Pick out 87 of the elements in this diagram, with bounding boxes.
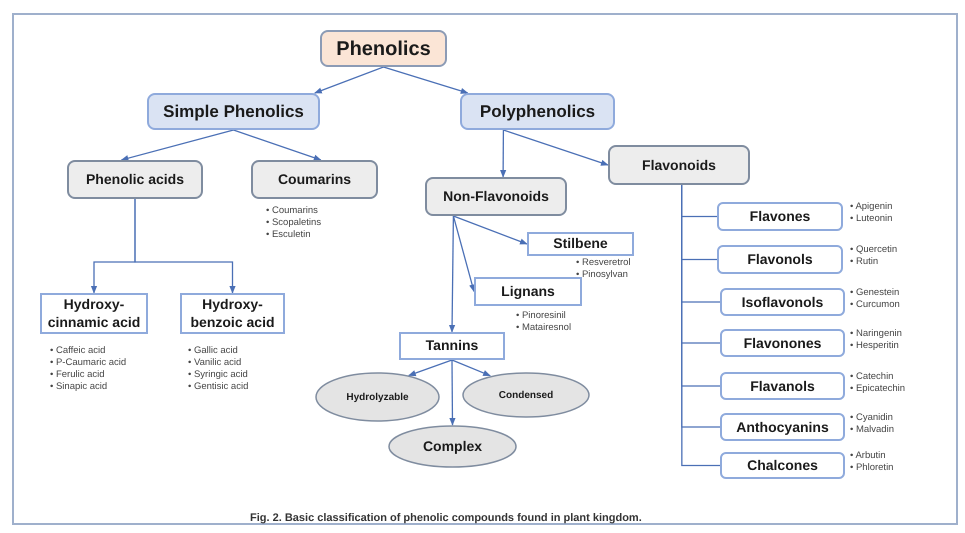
compound-name: • Sinapic acid (50, 381, 108, 393)
compound-name: • Coumarins (266, 205, 319, 217)
category-ellipse (315, 372, 440, 422)
compound-name: • Gentisic acid (188, 381, 250, 393)
category-ellipse (388, 425, 517, 468)
arrow (449, 360, 456, 426)
compound-name: • Epicatechin (850, 383, 906, 395)
category-box (320, 30, 447, 67)
category-label: Anthocyanins (736, 418, 829, 437)
category-box (717, 245, 843, 274)
category-box (720, 372, 845, 400)
category-ellipse (462, 372, 590, 418)
category-box (399, 332, 505, 360)
compound-name: • Scopaletins (266, 217, 322, 229)
category-label: Flavones (750, 207, 810, 226)
compound-name: • Pinosylvan (576, 269, 629, 281)
compound-name: • Gallic acid (188, 345, 239, 357)
category-box (425, 177, 567, 216)
category-box (40, 293, 148, 334)
compound-name: • Esculetin (266, 229, 312, 241)
category-label: Phenolic acids (86, 170, 184, 189)
arrow (233, 129, 322, 161)
category-label: Flavonols (747, 250, 813, 269)
compound-name: • Arbutin (850, 450, 887, 462)
compound-name: • Hesperitin (850, 340, 900, 352)
compound-name: • Ferulic acid (50, 369, 106, 381)
arrow (503, 129, 609, 166)
category-label: Flavanols (750, 376, 815, 396)
category-label: Complex (422, 437, 482, 456)
category-label: Stilbene (553, 235, 608, 253)
arrow (383, 66, 468, 94)
category-label: Flavonones (744, 334, 822, 352)
category-label: Hydroxy- cinnamic acid (46, 296, 142, 331)
compound-name: • Cyanidin (850, 412, 894, 424)
category-box (720, 288, 845, 316)
arrow (500, 130, 506, 178)
compound-name: • Quercetin (850, 244, 898, 256)
compound-name: • Pinoresinil (516, 310, 567, 322)
category-box (720, 413, 845, 441)
category-box (720, 329, 845, 357)
compound-name: • Genestein (850, 287, 900, 299)
compound-name: • Matairesnol (516, 322, 572, 334)
arrow (134, 199, 236, 294)
compound-name: • Phloretin (850, 462, 894, 474)
arrow (120, 129, 234, 162)
compound-name: • Syringic acid (188, 369, 249, 381)
category-label: Phenolics (336, 36, 431, 62)
category-label: Condensed (498, 388, 554, 402)
category-label: Hydroxy- benzoic acid (189, 296, 276, 331)
category-box (717, 202, 843, 231)
category-label: Polyphenolics (480, 100, 596, 123)
category-label: Flavonoids (642, 156, 716, 174)
compound-name: • Apigenin (850, 201, 894, 213)
compound-name: • Resveretrol (576, 257, 632, 269)
figure-caption: Fig. 2. Basic classification of phenolic compounds found in plant kingdom. (250, 511, 642, 526)
category-label: Lignans (501, 282, 555, 300)
compound-name: • Luteonin (850, 213, 894, 225)
category-box (67, 160, 203, 199)
arrow (452, 216, 476, 292)
category-box (180, 293, 285, 334)
compound-name: • P-Caumaric acid (50, 357, 128, 369)
category-label: Non-Flavonoids (443, 187, 549, 206)
category-label: Coumarins (278, 170, 352, 189)
category-box (251, 160, 378, 199)
compound-name: • Caffeic acid (50, 345, 106, 357)
compound-name: • Curcumon (850, 299, 901, 311)
category-label: Hydrolyzable (346, 390, 409, 404)
category-label: Tannins (426, 337, 478, 355)
arrow (314, 66, 384, 94)
category-label: Isoflavonols (742, 292, 824, 312)
arrow (452, 359, 491, 376)
compound-name: • Catechin (850, 371, 894, 383)
category-box (474, 277, 582, 306)
compound-name: • Rutin (850, 256, 880, 268)
compound-name: • Malvadin (850, 424, 895, 436)
category-box (460, 93, 615, 130)
category-box (720, 452, 845, 479)
category-box (608, 145, 750, 185)
arrow (453, 215, 528, 245)
category-label: Simple Phenolics (163, 100, 304, 123)
compound-name: • Naringenin (850, 328, 903, 340)
compound-name: • Vanilic acid (188, 357, 242, 369)
category-label: Chalcones (747, 456, 818, 475)
arrow (448, 216, 456, 333)
category-box (147, 93, 320, 130)
category-box (527, 232, 634, 256)
arrow (408, 359, 452, 376)
